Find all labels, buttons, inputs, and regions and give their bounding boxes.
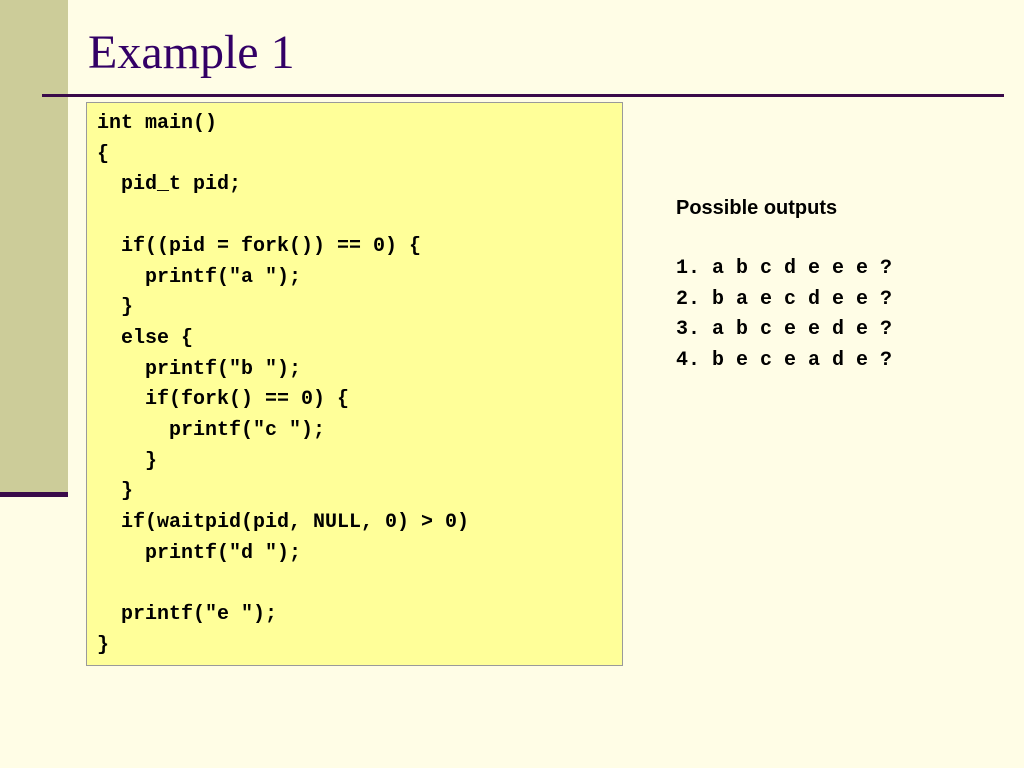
output-item: 3. a b c e e d e ? <box>676 318 893 342</box>
slide-title: Example 1 <box>88 26 295 79</box>
possible-outputs-list: 1. a b c d e e e ? 2. b a e c d e e ? 3.… <box>676 254 892 377</box>
output-item: 2. b a e c d e e ? <box>676 287 893 311</box>
output-item: 1. a b c d e e e ? <box>676 257 893 280</box>
left-decorative-bar <box>0 0 68 496</box>
left-bar-accent-line <box>0 492 68 497</box>
code-listing: int main() { pid_t pid; if((pid = fork()… <box>97 112 470 657</box>
output-item: 4. b e c e a d e ? <box>676 349 893 373</box>
title-divider <box>42 94 1004 97</box>
code-panel: int main() { pid_t pid; if((pid = fork()… <box>86 102 623 666</box>
possible-outputs-heading: Possible outputs <box>676 197 838 219</box>
